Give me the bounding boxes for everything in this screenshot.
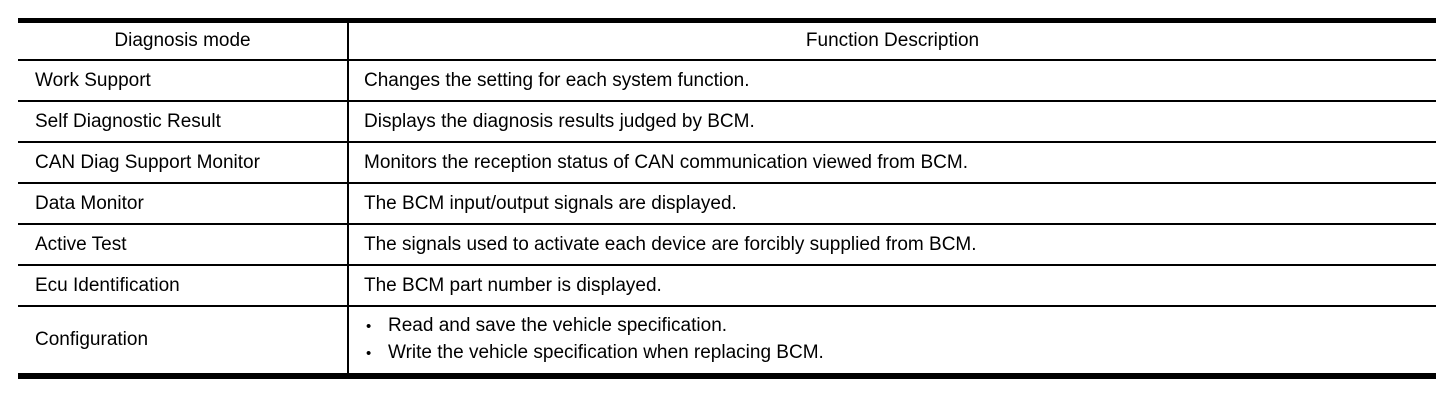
table-header-row: Diagnosis mode Function Description [18, 23, 1436, 61]
table-row: Work Support Changes the setting for eac… [18, 60, 1436, 102]
mode-cell: Configuration [18, 306, 349, 373]
mode-cell: Data Monitor [18, 183, 349, 225]
mode-cell: Work Support [18, 60, 349, 102]
description-cell: Monitors the reception status of CAN com… [348, 142, 1436, 184]
column-header-function-description: Function Description [348, 23, 1436, 61]
table-row: Self Diagnostic Result Displays the diag… [18, 101, 1436, 143]
table-row: Data Monitor The BCM input/output signal… [18, 183, 1436, 225]
diagnosis-mode-table: Diagnosis mode Function Description Work… [18, 18, 1436, 379]
description-cell: The BCM part number is displayed. [348, 265, 1436, 307]
bullet-text: Write the vehicle specification when rep… [388, 342, 824, 363]
bullet-text: Read and save the vehicle specification. [388, 315, 728, 336]
description-cell: The BCM input/output signals are display… [348, 183, 1436, 225]
table-row: Ecu Identification The BCM part number i… [18, 265, 1436, 307]
bullet-list-item: • Read and save the vehicle specificatio… [364, 313, 1436, 340]
description-cell: Changes the setting for each system func… [348, 60, 1436, 102]
description-cell: Displays the diagnosis results judged by… [348, 101, 1436, 143]
description-cell: • Read and save the vehicle specificatio… [348, 306, 1436, 373]
column-header-diagnosis-mode: Diagnosis mode [18, 23, 349, 61]
mode-cell: CAN Diag Support Monitor [18, 142, 349, 184]
mode-cell: Active Test [18, 224, 349, 266]
table-row: Active Test The signals used to activate… [18, 224, 1436, 266]
bullet-list-item: • Write the vehicle specification when r… [364, 340, 1436, 367]
mode-cell: Ecu Identification [18, 265, 349, 307]
bullet-icon: • [366, 318, 372, 335]
diagnosis-table: Diagnosis mode Function Description Work… [18, 23, 1436, 373]
description-cell: The signals used to activate each device… [348, 224, 1436, 266]
bullet-icon: • [366, 345, 372, 362]
table-row: CAN Diag Support Monitor Monitors the re… [18, 142, 1436, 184]
mode-cell: Self Diagnostic Result [18, 101, 349, 143]
table-row: Configuration • Read and save the vehicl… [18, 306, 1436, 373]
